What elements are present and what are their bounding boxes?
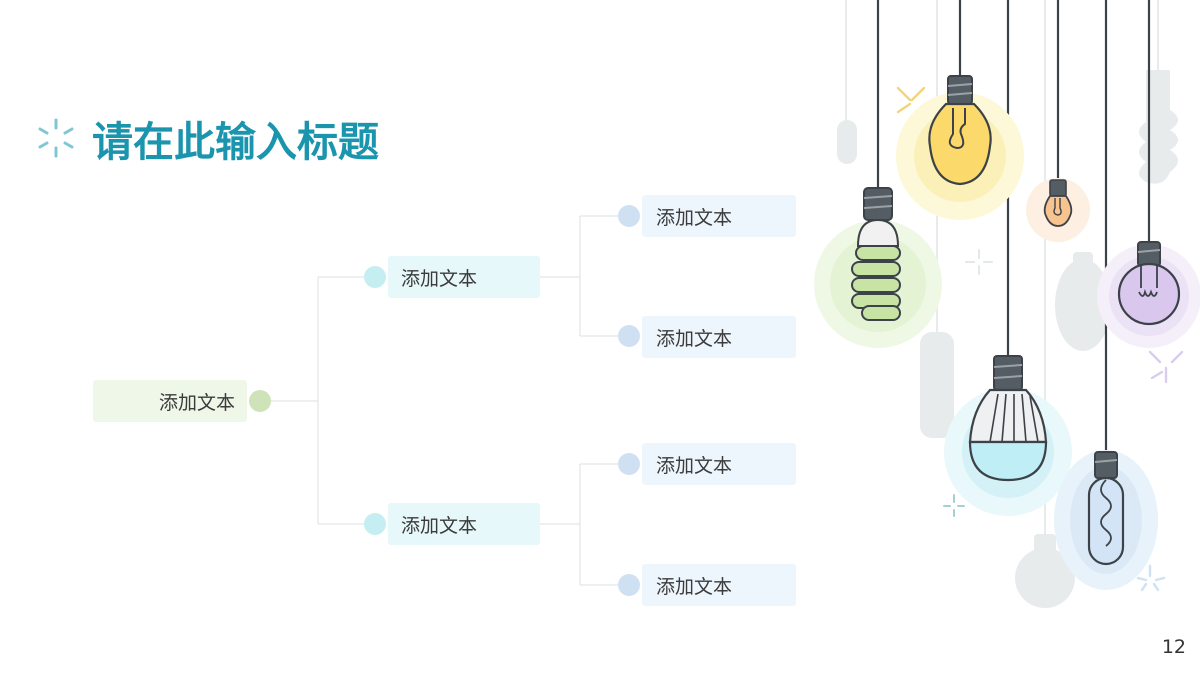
- branch-node-dot: [364, 266, 386, 288]
- sparkle-icon: [943, 494, 965, 517]
- hanging-bulbs-illustration: [814, 0, 1200, 608]
- branch-node-dot: [364, 513, 386, 535]
- branch-node[interactable]: 添加文本: [388, 503, 540, 545]
- leaf-node-label: 添加文本: [656, 575, 733, 598]
- slide-title[interactable]: 请在此输入标题: [92, 118, 379, 166]
- mindmap-connectors: [271, 215, 618, 586]
- branch-node[interactable]: 添加文本: [388, 256, 540, 298]
- branch-node-label: 添加文本: [401, 514, 478, 537]
- incandescent-bulb-icon: [896, 75, 1024, 220]
- led-bulb-icon: [944, 355, 1072, 516]
- leaf-node-label: 添加文本: [656, 454, 733, 477]
- leaf-node-label: 添加文本: [656, 327, 733, 350]
- leaf-node-dot: [618, 325, 640, 347]
- leaf-node-dot: [618, 453, 640, 475]
- small-bulb-icon: [1026, 178, 1090, 242]
- globe-bulb-icon: [1097, 241, 1200, 384]
- leaf-node[interactable]: 添加文本: [642, 564, 796, 606]
- filament-bulb-icon: [1054, 450, 1166, 592]
- leaf-node-dot: [618, 205, 640, 227]
- cfl-bulb-icon: [814, 187, 942, 348]
- mindmap-diagram: 添加文本 添加文本 添加文本 添加文本 添加文本 添加文本 添加文本: [93, 195, 796, 606]
- leaf-node[interactable]: 添加文本: [642, 443, 796, 485]
- leaf-node-label: 添加文本: [656, 206, 733, 229]
- branch-node-label: 添加文本: [401, 267, 478, 290]
- sparkle-icon: [38, 118, 74, 158]
- root-node[interactable]: 添加文本: [93, 380, 247, 422]
- root-node-dot: [249, 390, 271, 412]
- page-number: 12: [1161, 636, 1186, 658]
- leaf-node-dot: [618, 574, 640, 596]
- sparkle-icon: [965, 249, 993, 275]
- title-area: 请在此输入标题: [34, 108, 379, 168]
- root-node-label: 添加文本: [158, 391, 235, 414]
- leaf-node[interactable]: 添加文本: [642, 316, 796, 358]
- leaf-node[interactable]: 添加文本: [642, 195, 796, 237]
